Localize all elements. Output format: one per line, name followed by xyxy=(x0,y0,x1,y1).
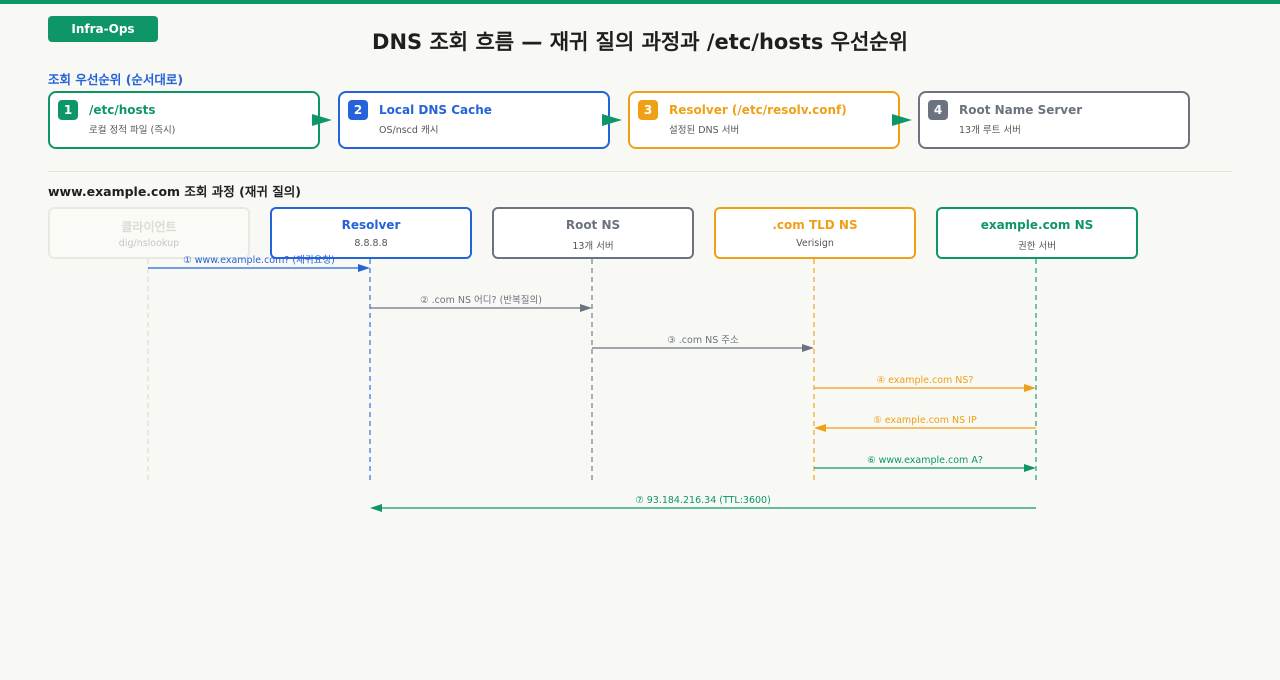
section-divider xyxy=(48,171,1232,172)
priority-box-local-dns-cache: 2 Local DNS Cache OS/nscd 캐시 xyxy=(338,91,610,149)
priority-subtitle: 로컬 정적 파일 (즉시) xyxy=(89,125,176,136)
message-arrowhead xyxy=(1024,384,1036,392)
priority-arrow-2 xyxy=(602,114,622,126)
actor-subtitle: Verisign xyxy=(796,238,834,249)
message-label: ④ example.com NS? xyxy=(877,375,974,386)
actor-com-tld-ns: .com TLD NS Verisign xyxy=(714,207,916,259)
priority-number: 4 xyxy=(928,100,948,120)
actor-title: Resolver xyxy=(341,218,401,232)
actor-title: Root NS xyxy=(565,218,621,232)
priority-box-root-name-server: 4 Root Name Server 13개 루트 서버 xyxy=(918,91,1190,149)
priority-title: Resolver (/etc/resolv.conf) xyxy=(669,103,847,117)
message-label: ③ .com NS 주소 xyxy=(667,335,739,346)
sequence-section-label: www.example.com 조회 과정 (재귀 질의) xyxy=(48,184,301,199)
actor-title: .com TLD NS xyxy=(772,218,858,232)
actor-title: 클라이언트 xyxy=(121,220,177,234)
actor-client: 클라이언트 dig/nslookup xyxy=(48,207,250,259)
message-label: ① www.example.com? (재귀요청) xyxy=(183,255,335,266)
priority-arrow-3 xyxy=(892,114,912,126)
top-accent-bar xyxy=(0,0,1280,4)
message-arrowhead xyxy=(802,344,814,352)
message-label: ② .com NS 어디? (반복질의) xyxy=(420,294,542,306)
priority-section-label: 조회 우선순위 (순서대로) xyxy=(48,72,184,87)
priority-arrow-1 xyxy=(312,114,332,126)
message-arrowhead xyxy=(580,304,592,312)
message-label: ⑤ example.com NS IP xyxy=(873,415,977,426)
actor-subtitle: 권한 서버 xyxy=(1018,241,1056,252)
priority-title: Local DNS Cache xyxy=(379,103,492,117)
priority-title: /etc/hosts xyxy=(89,103,156,117)
actor-subtitle: 8.8.8.8 xyxy=(354,238,388,249)
actor-title: example.com NS xyxy=(980,218,1094,232)
actor-subtitle: dig/nslookup xyxy=(118,238,180,249)
message-arrowhead xyxy=(1024,464,1036,472)
actor-subtitle: 13개 서버 xyxy=(572,241,614,252)
message-label: ⑥ www.example.com A? xyxy=(867,455,983,466)
actor-resolver: Resolver 8.8.8.8 xyxy=(270,207,472,259)
message-label: ⑦ 93.184.216.34 (TTL:3600) xyxy=(635,495,771,506)
actor-root-ns: Root NS 13개 서버 xyxy=(492,207,694,259)
priority-title: Root Name Server xyxy=(959,103,1083,117)
priority-subtitle: 설정된 DNS 서버 xyxy=(669,125,740,136)
priority-number: 2 xyxy=(348,100,368,120)
message-arrowhead xyxy=(814,424,826,432)
page-title: DNS 조회 흐름 — 재귀 질의 과정과 /etc/hosts 우선순위 xyxy=(372,30,908,54)
priority-subtitle: 13개 루트 서버 xyxy=(959,125,1021,136)
category-badge: Infra-Ops xyxy=(48,16,158,42)
priority-number: 3 xyxy=(638,100,658,120)
priority-box-resolver: 3 Resolver (/etc/resolv.conf) 설정된 DNS 서버 xyxy=(628,91,900,149)
actor-example-com-ns: example.com NS 권한 서버 xyxy=(936,207,1138,259)
message-arrowhead xyxy=(370,504,382,512)
priority-subtitle: OS/nscd 캐시 xyxy=(379,125,439,136)
priority-box-etc-hosts: 1 /etc/hosts 로컬 정적 파일 (즉시) xyxy=(48,91,320,149)
priority-number: 1 xyxy=(58,100,78,120)
message-arrowhead xyxy=(358,264,370,272)
